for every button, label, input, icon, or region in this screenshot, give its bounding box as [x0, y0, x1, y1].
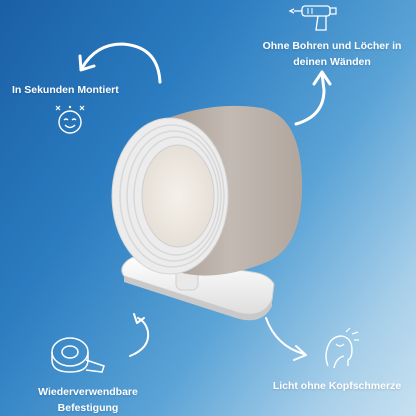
arrowhead-bottom-left-icon	[133, 313, 145, 324]
tape-roll-icon	[51, 337, 105, 373]
no-drilling-label-line1: Ohne Bohren und Löcher in	[262, 40, 402, 52]
arrow-up-icon	[294, 72, 326, 126]
light-label: Licht ohne Kopfschmerze	[272, 380, 402, 392]
no-drilling-label-line2: deinen Wänden	[293, 56, 371, 68]
headache-icon	[325, 328, 359, 369]
arrow-bottom-right-icon	[265, 317, 305, 355]
feature-caption-mount: In Sekunden Montiert	[12, 82, 142, 98]
reusable-label-line1: Wiederverwendbare	[38, 386, 138, 398]
arrowhead-up-icon	[312, 70, 332, 86]
arrow-left-icon	[80, 42, 162, 84]
feature-caption-light: Licht ohne Kopfschmerze	[264, 378, 410, 394]
drill-icon	[288, 5, 337, 31]
feature-caption-reusable: Wiederverwendbare Befestigung	[18, 384, 158, 416]
smiling-face-icon	[55, 105, 85, 134]
reusable-label-line2: Befestigung	[57, 402, 119, 414]
arrowhead-left-icon	[78, 54, 96, 72]
arrowhead-bottom-right-icon	[293, 345, 307, 361]
mount-label: In Sekunden Montiert	[12, 84, 119, 96]
arrow-bottom-left-icon	[129, 317, 150, 357]
feature-caption-no-drilling: Ohne Bohren und Löcher in deinen Wänden	[252, 38, 412, 70]
